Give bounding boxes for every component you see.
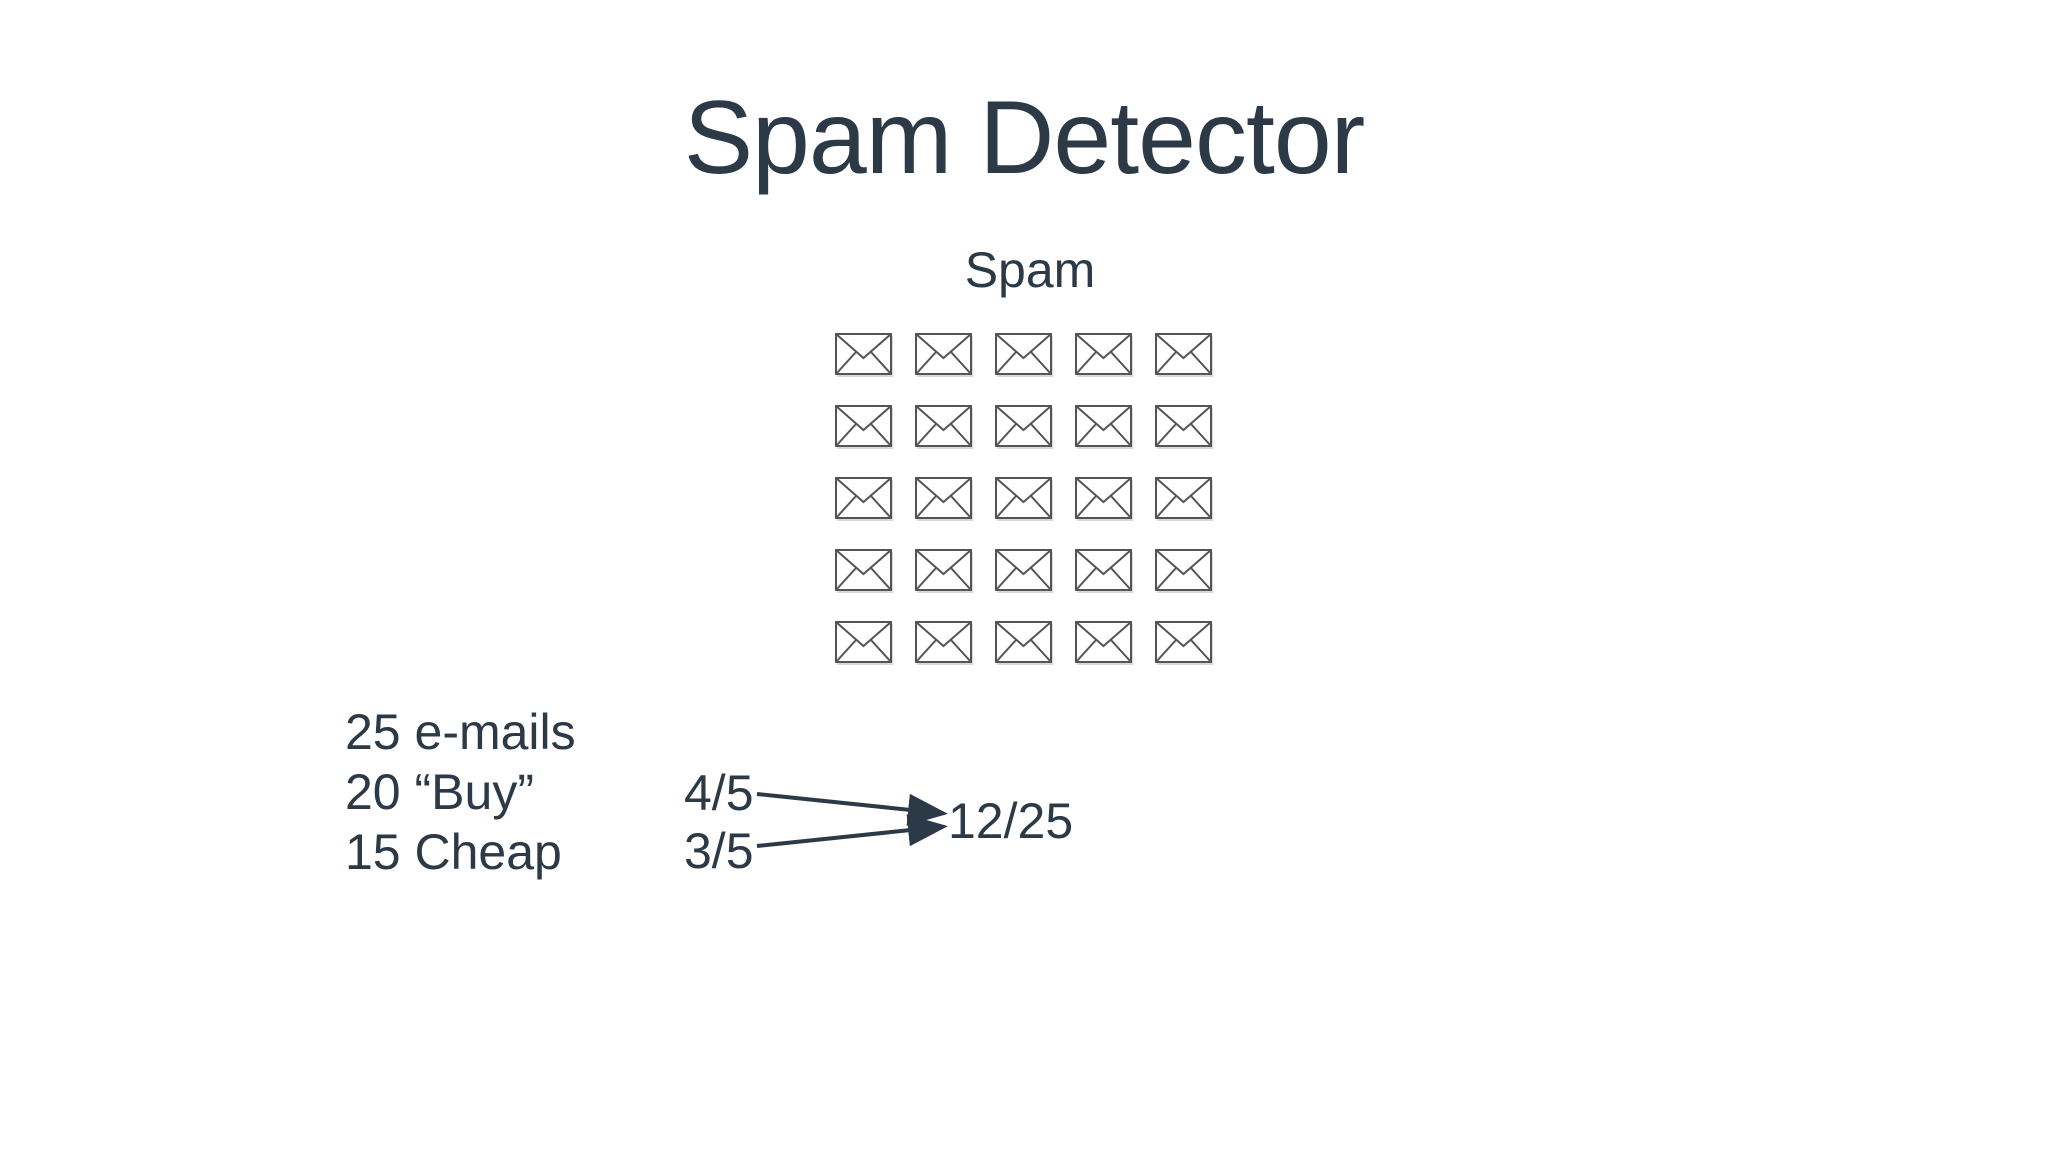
envelope-icon <box>995 405 1053 449</box>
envelope-icon <box>1155 477 1213 521</box>
envelope-icon <box>915 405 973 449</box>
envelope-icon <box>1075 405 1133 449</box>
envelope-icon <box>835 549 893 593</box>
envelope-icon <box>995 549 1053 593</box>
fraction-buy: 4/5 <box>684 765 754 821</box>
envelope-icon <box>835 405 893 449</box>
arrow-cheap-to-combined <box>756 814 948 848</box>
email-grid <box>835 333 1225 668</box>
envelope-icon <box>915 333 973 377</box>
envelope-icon <box>915 549 973 593</box>
envelope-icon <box>995 477 1053 521</box>
envelope-icon <box>835 333 893 377</box>
slide-title: Spam Detector <box>683 80 1366 196</box>
arrow-buy-to-combined <box>756 792 948 826</box>
envelope-icon <box>995 333 1053 377</box>
envelope-icon <box>1075 549 1133 593</box>
envelope-icon <box>1075 333 1133 377</box>
stat-emails: 25 e-mails <box>345 704 576 760</box>
envelope-icon <box>1155 621 1213 665</box>
envelope-icon <box>995 621 1053 665</box>
envelope-icon <box>1155 333 1213 377</box>
fraction-cheap: 3/5 <box>684 823 754 879</box>
envelope-icon <box>915 477 973 521</box>
stats-list: 25 e-mails 20 “Buy” 15 Cheap <box>345 702 576 882</box>
envelope-icon <box>1155 405 1213 449</box>
stat-cheap: 15 Cheap <box>345 824 562 880</box>
envelope-icon <box>1075 621 1133 665</box>
stat-buy: 20 “Buy” <box>345 764 534 820</box>
fraction-combined: 12/25 <box>948 793 1074 849</box>
envelope-icon <box>1155 549 1213 593</box>
envelope-icon <box>1075 477 1133 521</box>
spam-group-label: Spam <box>964 242 1096 298</box>
envelope-icon <box>915 621 973 665</box>
envelope-icon <box>835 477 893 521</box>
envelope-icon <box>835 621 893 665</box>
